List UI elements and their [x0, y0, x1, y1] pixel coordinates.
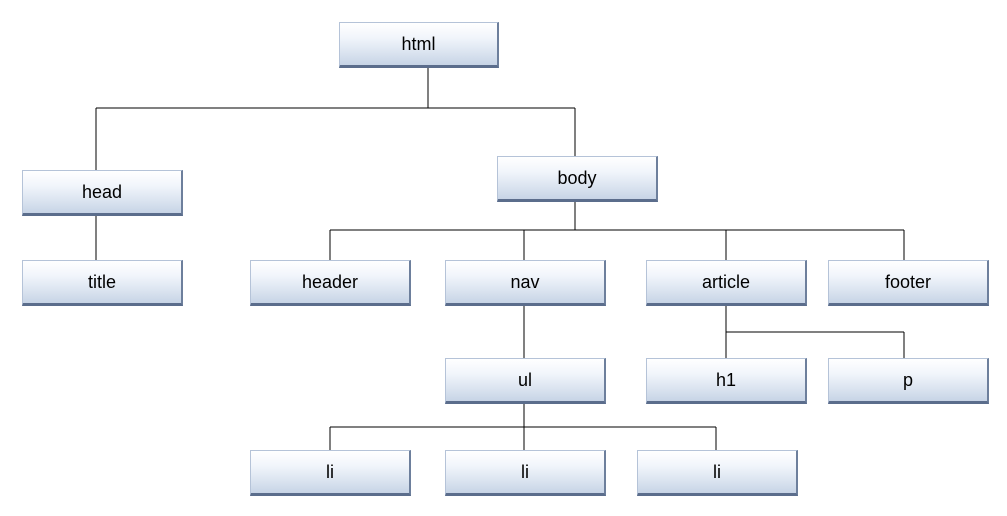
node-li-3: li: [637, 450, 798, 496]
node-body: body: [497, 156, 658, 202]
node-li-2: li: [445, 450, 606, 496]
node-head: head: [22, 170, 183, 216]
node-header: header: [250, 260, 411, 306]
node-article: article: [646, 260, 807, 306]
node-nav: nav: [445, 260, 606, 306]
node-li-1: li: [250, 450, 411, 496]
node-footer: footer: [828, 260, 989, 306]
node-html: html: [339, 22, 499, 68]
node-title: title: [22, 260, 183, 306]
node-ul: ul: [445, 358, 606, 404]
node-p: p: [828, 358, 989, 404]
node-h1: h1: [646, 358, 807, 404]
